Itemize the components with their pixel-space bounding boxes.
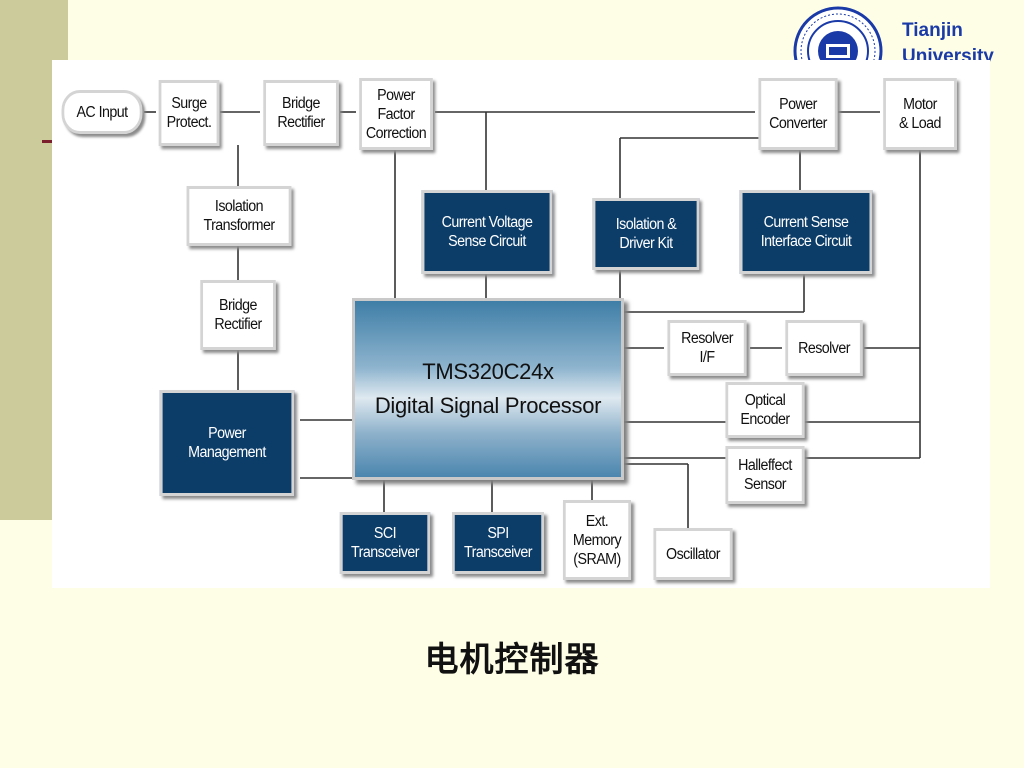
university-name-line1: Tianjin — [902, 20, 963, 41]
ac-input-label: AC Input — [76, 103, 128, 121]
halleffect-label-line1: Halleffect — [738, 457, 792, 474]
ac-input-node: AC Input — [61, 90, 143, 134]
current-sense-label-line1: Current Sense — [763, 214, 849, 231]
dsp-block: TMS320C24x Digital Signal Processor — [352, 298, 624, 480]
bridge-top-label-line2: Rectifier — [277, 114, 325, 131]
bridge-left-label-line2: Rectifier — [214, 316, 262, 333]
bridge-top-label-line1: Bridge — [282, 95, 320, 112]
power-management-label-line2: Management — [188, 444, 266, 461]
isolation-driver-label-line1: Isolation & — [615, 216, 677, 233]
pfc-label-line3: Correction — [365, 124, 427, 142]
ext-memory-sram-block: Ext.Memory(SRAM) — [562, 500, 632, 580]
isolation-transformer-label-line2: Transformer — [203, 217, 275, 234]
ext-memory-label-line1: Ext. — [585, 512, 609, 530]
sci-label-line2: Transceiver — [351, 544, 419, 561]
surge-label-line2: Protect. — [166, 114, 212, 131]
isolation-transformer-label-line1: Isolation — [214, 198, 264, 215]
ext-memory-label-line3: (SRAM) — [573, 550, 621, 568]
pfc-label-line1: Power — [377, 86, 415, 104]
sci-label-line1: SCI — [373, 525, 397, 542]
motor-load-label-line2: & Load — [899, 115, 941, 132]
power-converter-label-line2: Converter — [769, 115, 827, 132]
resolver-if-label-line1: Resolver — [681, 330, 733, 347]
slide-bullet-dash — [42, 140, 52, 143]
power-converter-label-line1: Power — [779, 96, 817, 113]
current-sense-label-line2: Interface Circuit — [760, 233, 852, 250]
pfc-label-line2: Factor — [377, 105, 415, 123]
oscillator-label: Oscillator — [666, 545, 720, 563]
optical-encoder-label-line1: Optical — [744, 392, 786, 409]
halleffect-label-line2: Sensor — [744, 476, 786, 493]
spi-label-line1: SPI — [487, 525, 509, 542]
power-management-label-line1: Power — [208, 425, 246, 442]
spi-transceiver-block: SPI Transceiver — [452, 512, 544, 574]
oscillator-block: Oscillator — [653, 528, 733, 580]
ext-memory-label-line2: Memory — [572, 531, 622, 549]
resolver-label: Resolver — [798, 339, 850, 357]
dsp-label-line2: Digital Signal Processor — [374, 393, 602, 418]
spi-label-line2: Transceiver — [464, 544, 532, 561]
optical-encoder-label-line2: Encoder — [740, 411, 790, 428]
current-voltage-label-line2: Sense Circuit — [448, 233, 526, 250]
isolation-driver-label-line2: Driver Kit — [619, 235, 673, 252]
bridge-left-label-line1: Bridge — [219, 297, 257, 314]
resolver-block: Resolver — [785, 320, 863, 376]
motor-load-block: Motor & Load — [883, 78, 957, 150]
current-voltage-label-line1: Current Voltage — [441, 214, 533, 231]
dsp-label-line1: TMS320C24x — [422, 359, 554, 384]
resolver-if-label-line2: I/F — [699, 349, 716, 366]
isolation-driver-kit-block: Isolation & Driver Kit — [592, 198, 700, 270]
motor-load-label-line1: Motor — [903, 96, 937, 113]
slide-caption: 电机控制器 — [424, 640, 600, 680]
surge-label-line1: Surge — [171, 95, 207, 112]
sci-transceiver-block: SCI Transceiver — [339, 512, 431, 574]
